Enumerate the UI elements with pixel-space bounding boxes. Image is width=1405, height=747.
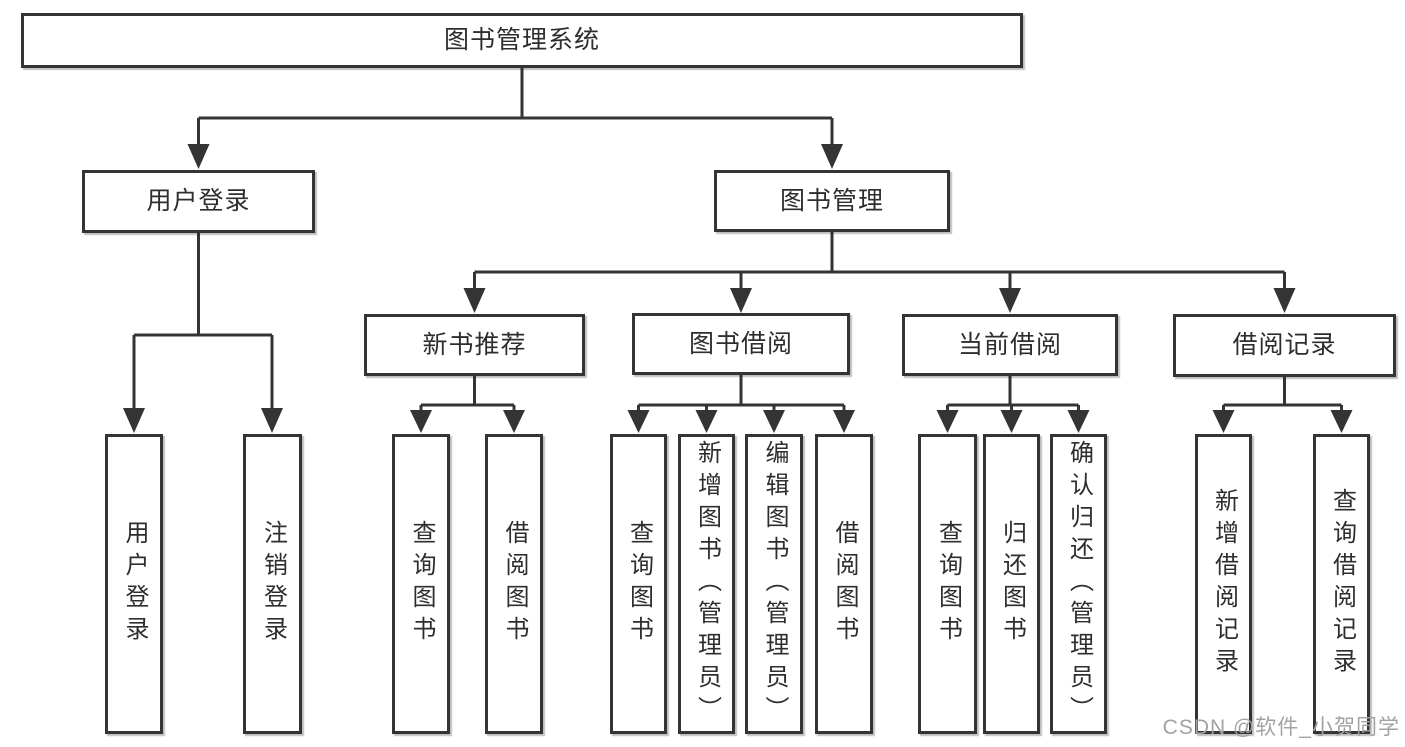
arrowhead	[695, 410, 718, 433]
connector-userlogin-to-leaves	[123, 233, 283, 433]
leaf-edit-book-admin: 编辑图书（管理员）	[745, 434, 803, 734]
leaf-label: 查询图书	[934, 520, 962, 648]
arrowhead	[1000, 410, 1023, 433]
leaf-logout: 注销登录	[243, 434, 302, 734]
arrowhead	[1212, 410, 1235, 433]
arrowhead	[936, 410, 959, 433]
connector-bookmgmt-to-level3	[463, 232, 1296, 313]
leaf-label: 新增借阅记录	[1210, 488, 1238, 680]
leaf-add-book-admin: 新增图书（管理员）	[678, 434, 735, 734]
leaf-borrow-books: 借阅图书	[815, 434, 873, 734]
leaf-borrow-books-recommend: 借阅图书	[485, 434, 543, 734]
arrowhead	[261, 408, 283, 433]
node-user-login-branch: 用户登录	[82, 170, 315, 233]
arrowhead	[503, 410, 525, 433]
node-book-borrowing: 图书借阅	[632, 313, 850, 375]
leaf-label: 注销登录	[259, 520, 287, 648]
arrowhead	[730, 288, 752, 313]
leaf-query-books-current: 查询图书	[918, 434, 977, 734]
connector-newbook-to-leaves	[410, 376, 525, 433]
arrowhead	[627, 410, 650, 433]
leaf-label: 用户登录	[121, 520, 148, 648]
leaf-return-book: 归还图书	[983, 434, 1040, 734]
node-borrowing-records: 借阅记录	[1173, 314, 1396, 377]
arrowhead	[1067, 410, 1090, 433]
leaf-add-borrow-record: 新增借阅记录	[1195, 434, 1252, 734]
leaf-confirm-return-admin: 确认归还（管理员）	[1050, 434, 1107, 734]
arrowhead	[123, 408, 145, 433]
arrowhead	[821, 144, 843, 169]
leaf-label: 借阅图书	[831, 520, 858, 648]
arrowhead	[463, 288, 486, 313]
connector-borrowrecords-to-leaves	[1212, 377, 1353, 433]
arrowhead	[410, 410, 432, 433]
arrowhead	[999, 288, 1021, 313]
node-root-library-management-system: 图书管理系统	[21, 13, 1023, 68]
connector-bookborrow-to-leaves	[627, 375, 855, 433]
leaf-label: 编辑图书（管理员）	[761, 440, 788, 728]
arrowhead	[833, 410, 855, 433]
connector-root-to-level2	[187, 68, 843, 169]
leaf-label: 新增图书（管理员）	[693, 440, 721, 728]
node-book-management-branch: 图书管理	[714, 170, 950, 232]
connector-currentborrow-to-leaves	[936, 376, 1090, 433]
leaf-label: 查询图书	[408, 520, 435, 648]
node-current-borrowing: 当前借阅	[902, 314, 1118, 376]
arrowhead	[1330, 410, 1353, 433]
node-new-book-recommendation: 新书推荐	[364, 314, 585, 376]
leaf-query-borrow-record: 查询借阅记录	[1313, 434, 1370, 734]
arrowhead	[1273, 288, 1296, 313]
leaf-query-books-borrow: 查询图书	[610, 434, 667, 734]
leaf-label: 借阅图书	[501, 520, 528, 648]
leaf-label: 查询借阅记录	[1328, 488, 1356, 680]
leaf-label: 归还图书	[998, 520, 1026, 648]
leaf-label: 确认归还（管理员）	[1065, 440, 1093, 728]
arrowhead	[187, 144, 210, 169]
leaf-label: 查询图书	[625, 520, 653, 648]
leaf-query-books-recommend: 查询图书	[392, 434, 450, 734]
csdn-watermark: CSDN @软件_小贺同学	[1162, 716, 1400, 739]
leaf-user-login: 用户登录	[105, 434, 163, 734]
arrowhead	[763, 410, 785, 433]
